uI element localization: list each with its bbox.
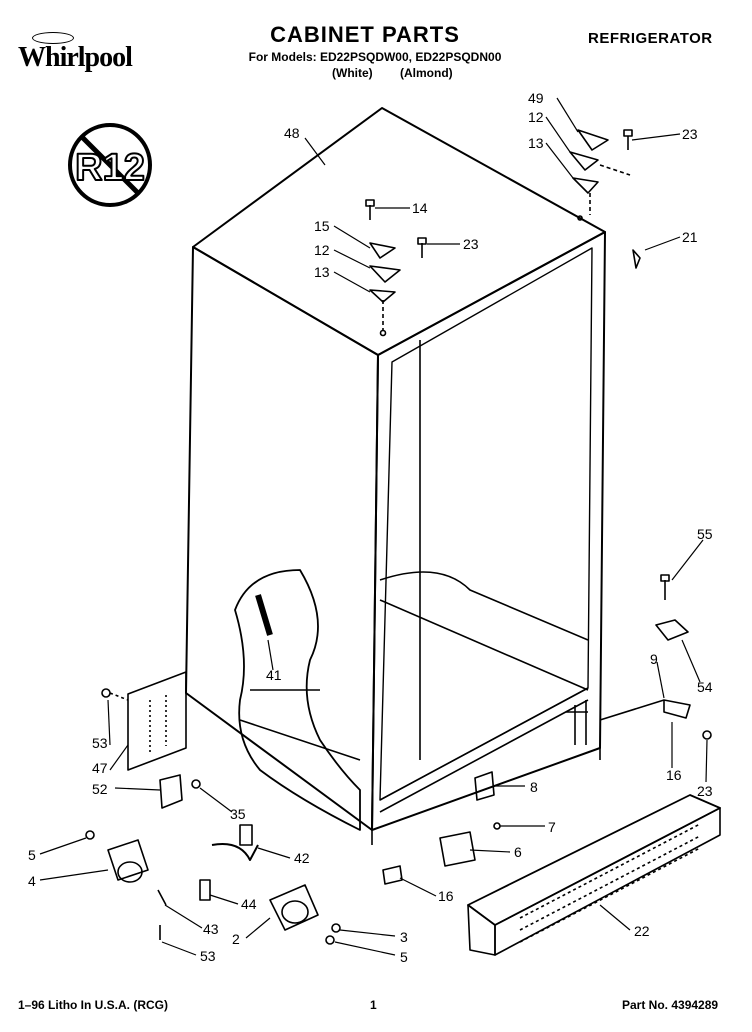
callout-15: 15: [314, 218, 330, 234]
callout-47: 47: [92, 760, 108, 776]
callout-13: 13: [314, 264, 330, 280]
callout-5: 5: [400, 949, 408, 965]
logo-emblem-icon: [32, 32, 74, 44]
front-roller-left: [85, 824, 259, 940]
callout-54: 54: [697, 679, 713, 695]
bottom-hardware: [382, 771, 501, 885]
callout-14: 14: [412, 200, 428, 216]
callout-52: 52: [92, 781, 108, 797]
callout-43: 43: [203, 921, 219, 937]
callout-3: 3: [400, 929, 408, 945]
footer-part-number: Part No. 4394289: [622, 998, 719, 1012]
model-numbers: For Models: ED22PSQDW00, ED22PSQDN00: [248, 50, 502, 64]
color-variants: (White) (Almond): [332, 66, 477, 80]
callout-13: 13: [528, 135, 544, 151]
page-title: CABINET PARTS: [270, 22, 460, 47]
callout-16: 16: [666, 767, 682, 783]
callout-23: 23: [697, 783, 713, 799]
front-roller-right: [269, 884, 341, 945]
callout-12: 12: [314, 242, 330, 258]
callout-9: 9: [650, 651, 658, 667]
callout-16: 16: [438, 888, 454, 904]
callout-23: 23: [682, 126, 698, 142]
callout-48: 48: [284, 125, 300, 141]
footer-litho: 1–96 Litho In U.S.A. (RCG): [18, 998, 169, 1012]
right-hardware: [599, 574, 712, 740]
callout-55: 55: [697, 526, 713, 542]
r12-badge: R12: [68, 123, 152, 207]
callout-12: 12: [528, 109, 544, 125]
electrical-box: [101, 671, 201, 809]
callout-4: 4: [28, 873, 36, 889]
callout-35: 35: [230, 806, 246, 822]
badge-text: R12: [75, 147, 145, 189]
appliance-category: REFRIGERATOR: [588, 30, 713, 47]
callout-2: 2: [232, 931, 240, 947]
callout-53: 53: [92, 735, 108, 751]
top-hinge-right: [569, 129, 641, 269]
callout-6: 6: [514, 844, 522, 860]
callout-labels: 49 12 13 23 48 14 15 12 23 13 21 55 9 54…: [28, 90, 713, 965]
leader-lines: [39, 97, 708, 956]
callout-22: 22: [634, 923, 650, 939]
callout-23: 23: [463, 236, 479, 252]
callout-5: 5: [28, 847, 36, 863]
brand-name: Whirlpool: [18, 42, 133, 73]
callout-49: 49: [528, 90, 544, 106]
callout-7: 7: [548, 819, 556, 835]
callout-21: 21: [682, 229, 698, 245]
callout-8: 8: [530, 779, 538, 795]
callout-44: 44: [241, 896, 257, 912]
variant-almond: (Almond): [400, 66, 453, 80]
callout-53: 53: [200, 948, 216, 964]
callout-41: 41: [266, 667, 282, 683]
top-hinge-left: [365, 199, 427, 337]
footer-page-number: 1: [370, 998, 377, 1012]
cabinet-shell: [185, 107, 606, 845]
base-grille: [467, 794, 721, 956]
whirlpool-logo: Whirlpool: [14, 30, 154, 74]
callout-42: 42: [294, 850, 310, 866]
variant-white: (White): [332, 66, 373, 80]
